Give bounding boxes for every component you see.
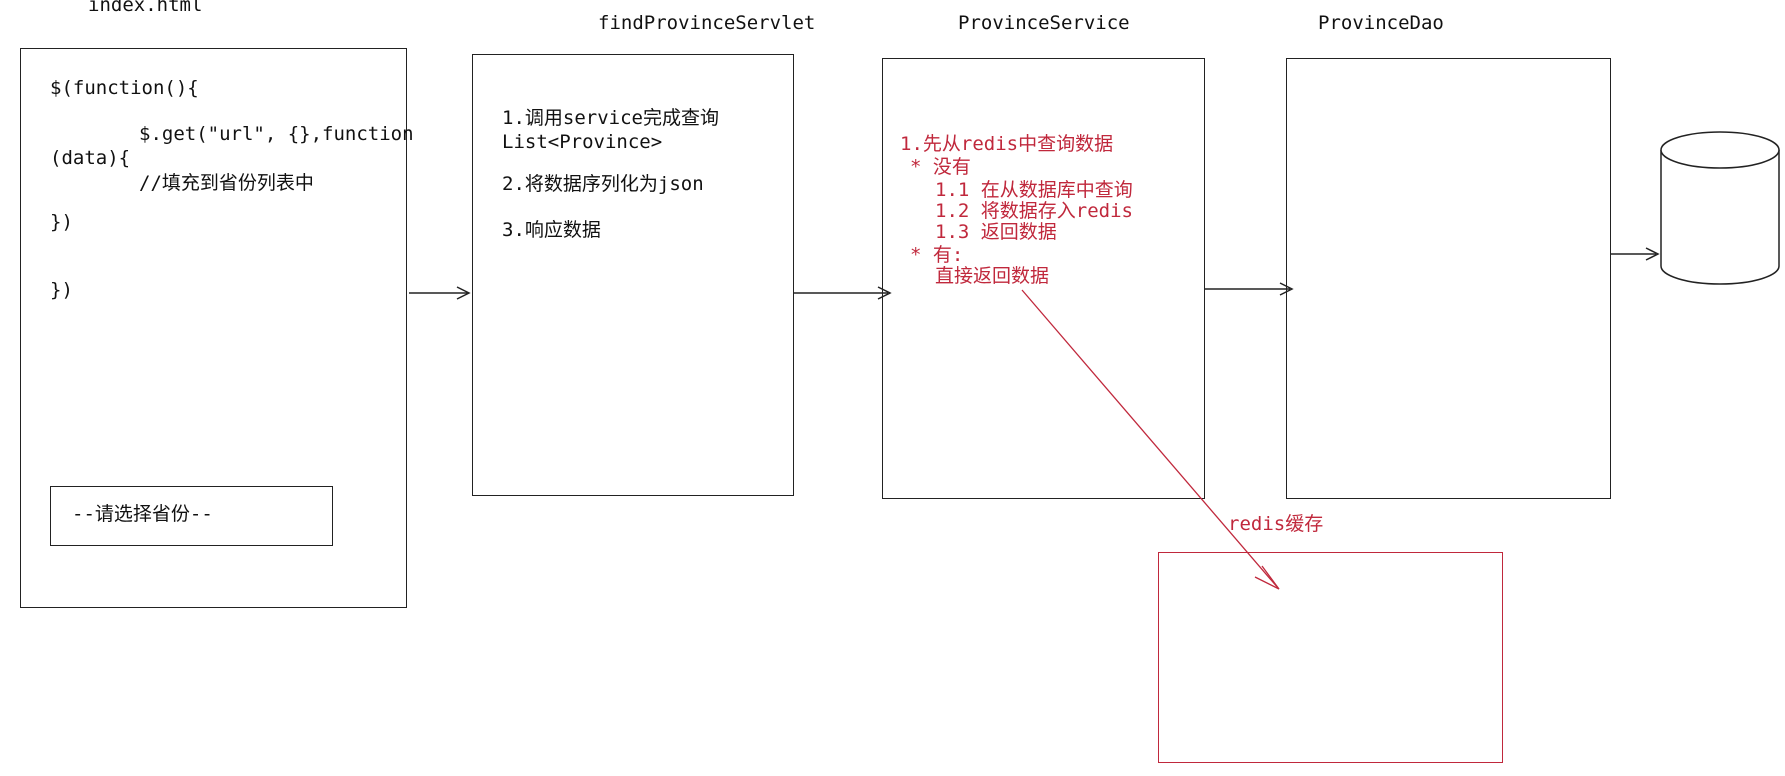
arrow-head-dao-to-db xyxy=(1645,247,1660,261)
servlet-step2: 2.将数据序列化为json xyxy=(502,173,704,195)
db-label: DB xyxy=(1713,203,1740,224)
dao-title: ProvinceDao xyxy=(1318,12,1444,34)
province-select-label: --请选择省份-- xyxy=(72,503,213,525)
servlet-title: findProvinceServlet xyxy=(598,12,816,34)
index-code-line3: (data){ xyxy=(50,147,131,169)
service-line2: * 没有 xyxy=(910,156,971,178)
servlet-step3: 3.响应数据 xyxy=(502,219,601,241)
redis-cache-label: redis缓存 xyxy=(1228,513,1324,535)
index-code-line6: }) xyxy=(50,279,73,301)
index-code-line5: }) xyxy=(50,211,73,233)
index-code-line1: $(function(){ xyxy=(50,77,199,99)
service-line5: 1.3 返回数据 xyxy=(935,221,1057,243)
servlet-step1-type: List<Province> xyxy=(502,131,663,153)
service-line4: 1.2 将数据存入redis xyxy=(935,200,1133,222)
arrow-head-index-to-servlet xyxy=(456,286,471,300)
service-line6: * 有: xyxy=(910,244,964,266)
redis-cache-box xyxy=(1158,552,1503,763)
index-code-line2: $.get("url", {},function xyxy=(139,123,414,145)
service-line3: 1.1 在从数据库中查询 xyxy=(935,179,1133,201)
servlet-step1: 1.调用service完成查询 xyxy=(502,107,719,129)
service-title: ProvinceService xyxy=(958,12,1130,34)
service-line7: 直接返回数据 xyxy=(935,265,1050,287)
servlet-box xyxy=(472,54,794,496)
index-code-line4: //填充到省份列表中 xyxy=(139,172,314,194)
service-line1: 1.先从redis中查询数据 xyxy=(900,133,1114,155)
dao-box xyxy=(1286,58,1611,499)
province-select[interactable] xyxy=(50,486,333,546)
index-title: index.html xyxy=(88,0,203,16)
